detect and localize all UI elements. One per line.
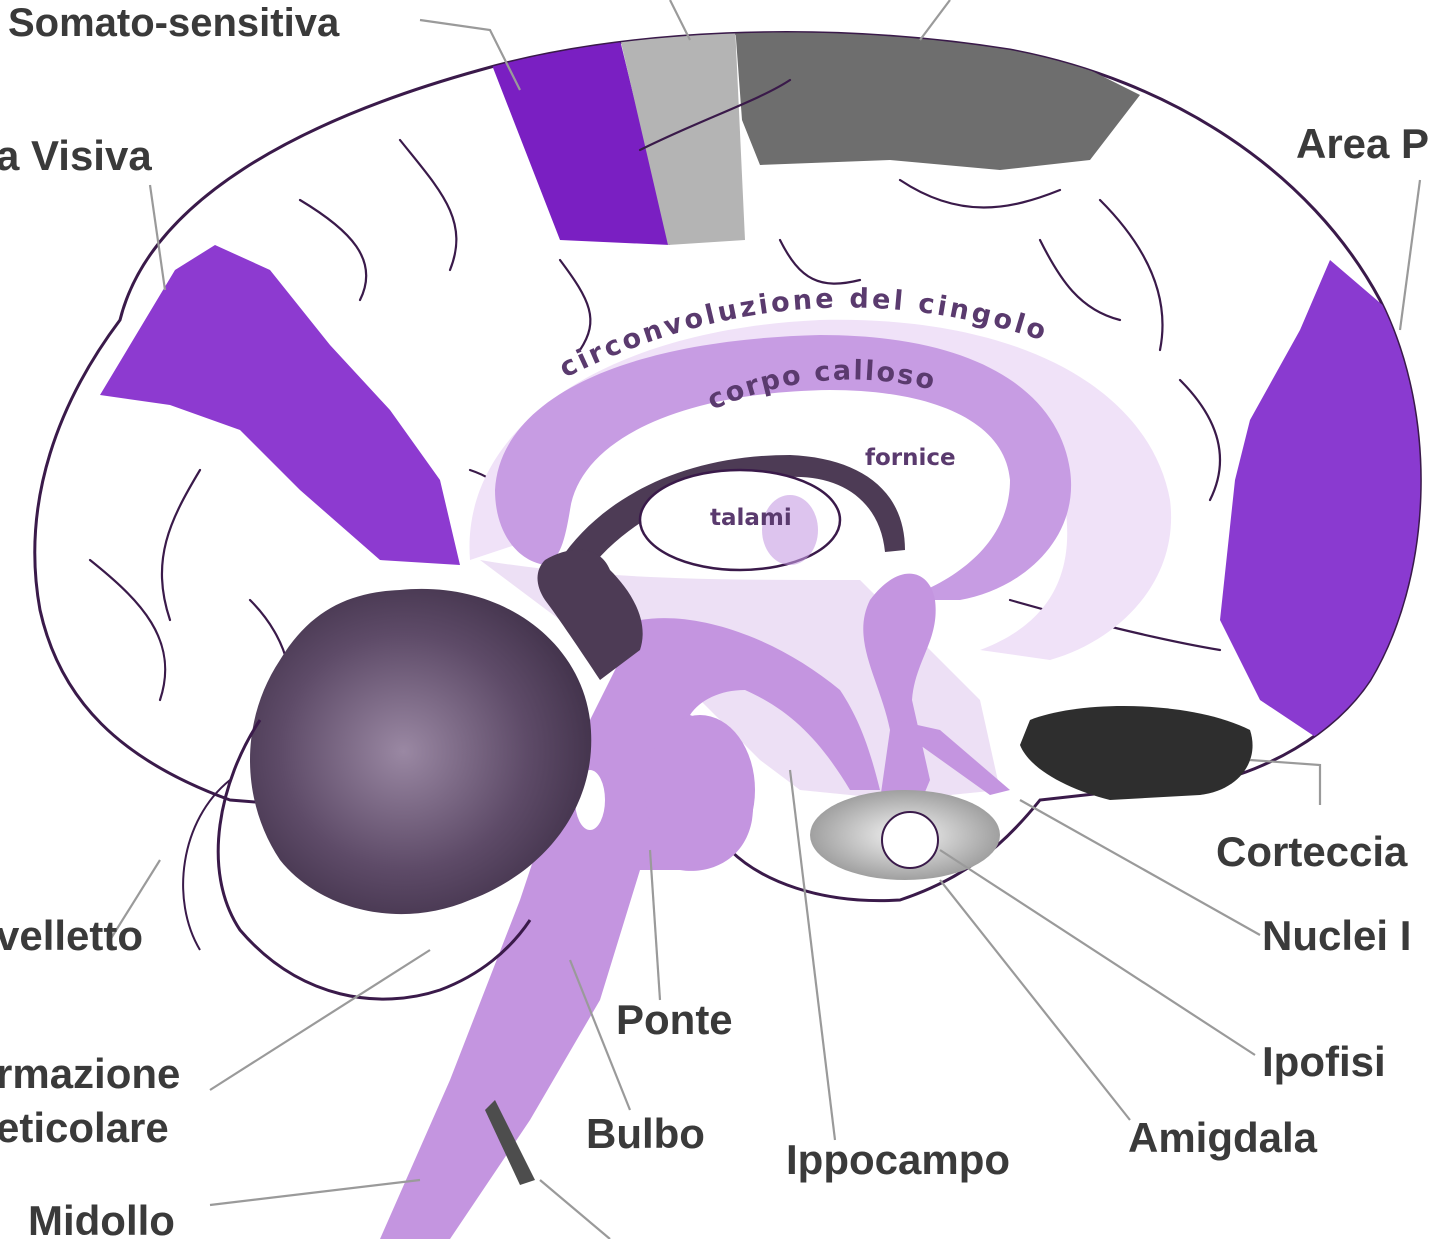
pituitary — [882, 812, 938, 868]
leader-bottom — [540, 1180, 610, 1239]
leader-formazione — [210, 950, 430, 1090]
label-talami: talami — [710, 505, 792, 531]
label-formazione-2: eticolare — [0, 1104, 169, 1151]
label-cervelletto: velletto — [0, 912, 143, 959]
pons — [645, 715, 755, 865]
label-fornice: fornice — [865, 445, 956, 471]
label-area-visiva: a Visiva — [0, 132, 152, 179]
leader-area-p — [1400, 180, 1420, 330]
label-midollo: Midollo — [28, 1197, 175, 1239]
label-nuclei: Nuclei I — [1262, 912, 1411, 959]
label-area-p: Area P — [1296, 120, 1429, 167]
label-formazione-1: rmazione — [0, 1050, 180, 1097]
label-bulbo: Bulbo — [586, 1110, 705, 1157]
leader-bottom-top-2 — [920, 0, 950, 40]
label-ponte: Ponte — [616, 996, 733, 1043]
premotor-area-dark — [735, 25, 1140, 170]
leader-midollo — [210, 1180, 420, 1205]
label-amigdala: Amigdala — [1128, 1114, 1318, 1161]
label-ipofisi: Ipofisi — [1262, 1038, 1386, 1085]
label-ippocampo: Ippocampo — [786, 1136, 1010, 1183]
leader-amigdala — [940, 880, 1130, 1120]
leader-ponte — [650, 850, 660, 1000]
label-corteccia: Corteccia — [1216, 828, 1408, 875]
leader-ipofisi — [940, 850, 1255, 1055]
leader-bottom-top — [670, 0, 690, 40]
label-somato-sensitiva: Somato-sensitiva — [8, 1, 340, 45]
